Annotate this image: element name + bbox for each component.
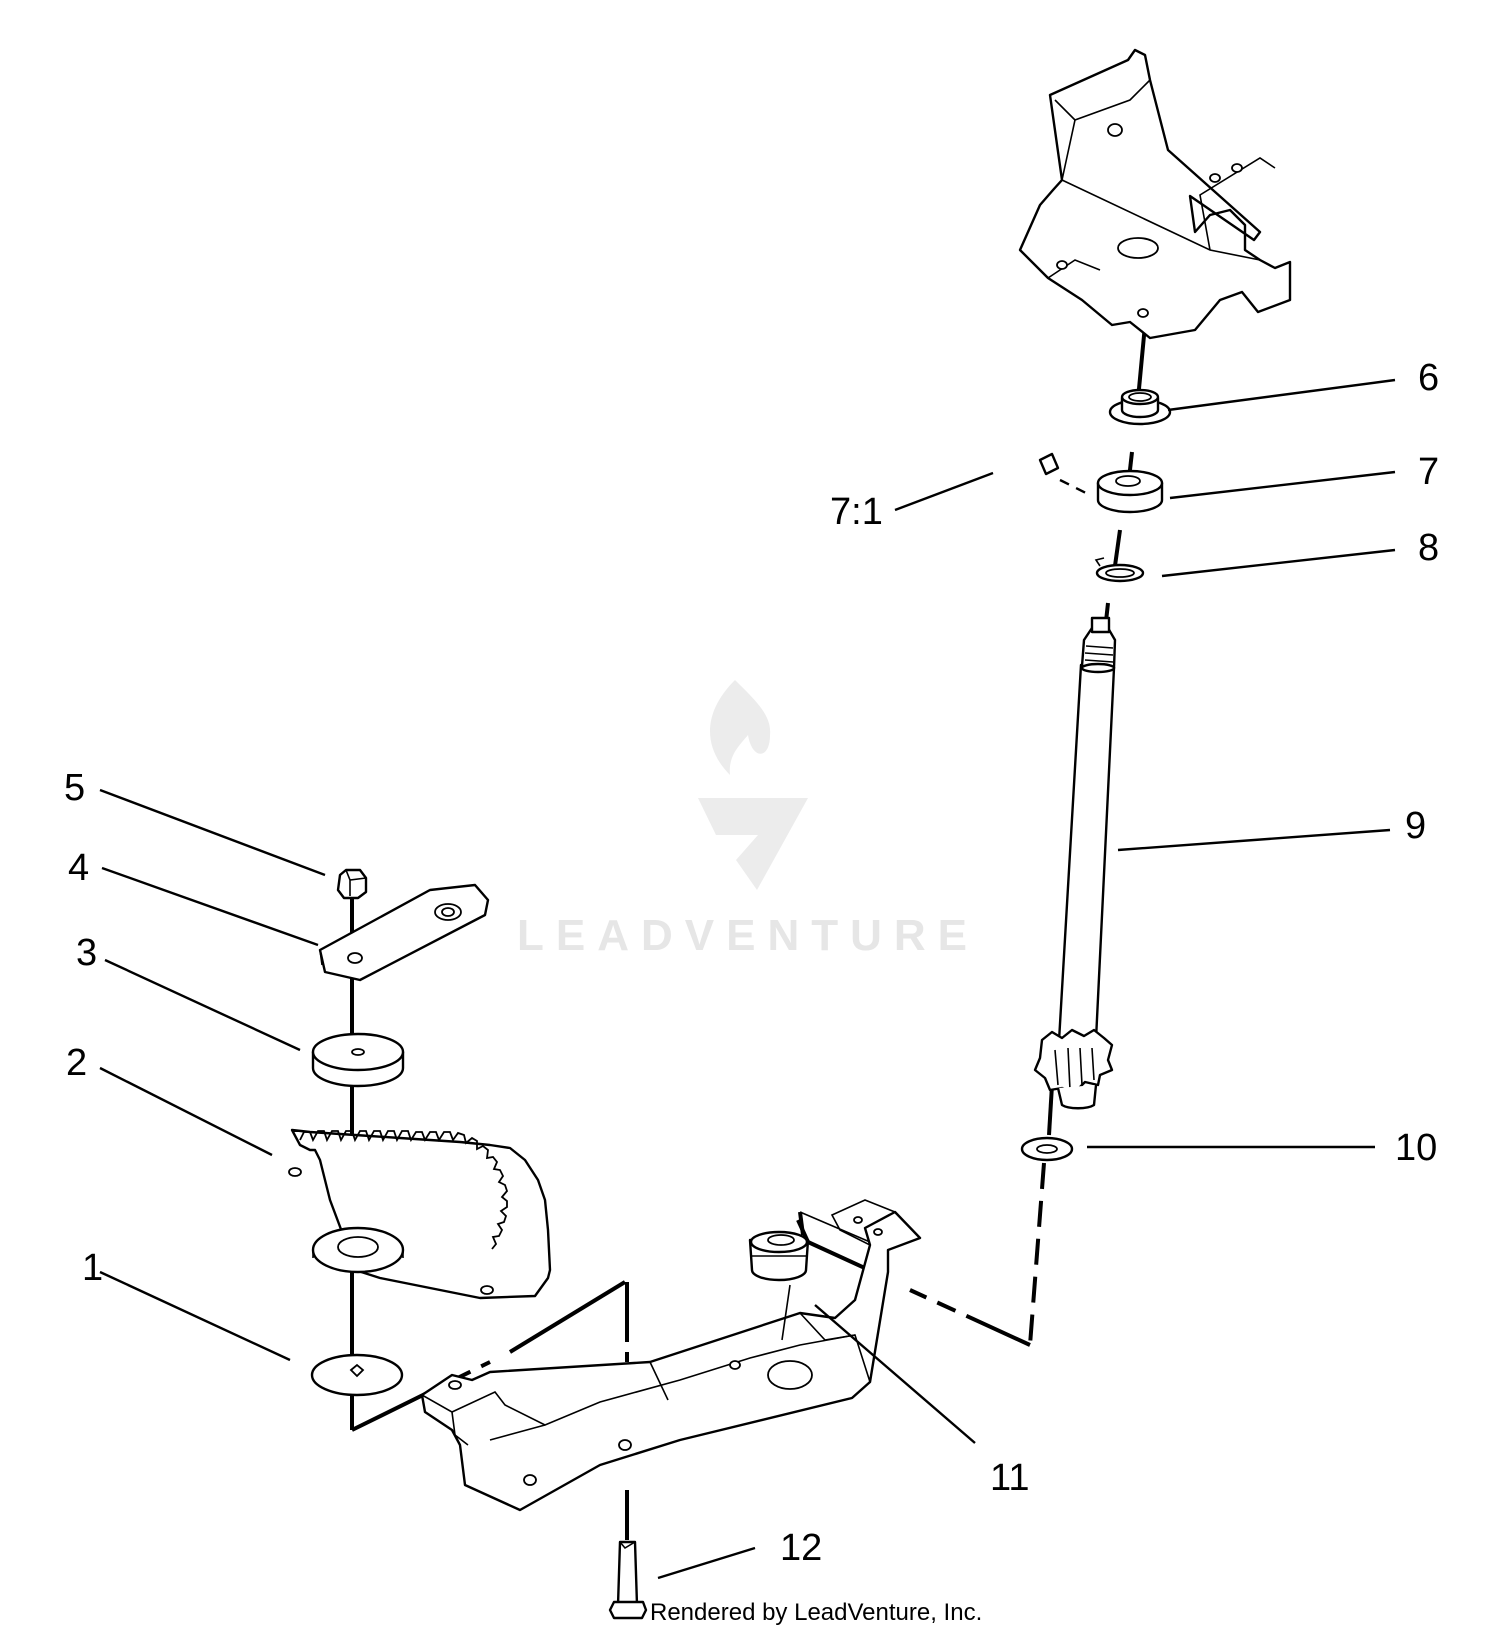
callout-7: 7 [1418,451,1439,493]
part-3-spacer [311,1032,405,1088]
callout-11: 11 [990,1457,1029,1499]
part-8-retaining-ring [1094,557,1145,583]
watermark: LEADVENTURE [517,680,979,960]
part-6-bushing [1108,388,1172,426]
steering-support-bracket [1018,48,1292,340]
watermark-flame-icon [710,680,771,775]
callout-1: 1 [82,1247,103,1289]
part-7-1-pin [1038,452,1060,476]
part-9-steering-shaft [1033,616,1117,1110]
watermark-v-icon [698,798,808,890]
rendered-by-credit: Rendered by LeadVenture, Inc. [650,1599,982,1626]
part-5-nut [336,868,368,900]
part-1-washer [310,1353,404,1397]
callout-labels: 1 2 3 4 5 6 7 7:1 8 9 10 11 12 [64,357,1439,1569]
part-2-sector-gear [288,1128,552,1300]
callout-12: 12 [780,1527,822,1569]
callout-4: 4 [68,847,89,889]
callout-9: 9 [1405,805,1426,847]
callout-6: 6 [1418,357,1439,399]
watermark-text: LEADVENTURE [517,911,979,960]
part-11-grommet [748,1230,810,1341]
sector-gear-teeth [299,1130,509,1250]
part-12-bolt [608,1540,648,1620]
part-4-arm-plate [318,883,490,982]
part-10-washer [1020,1136,1074,1162]
callout-7-1: 7:1 [830,491,883,533]
callout-10: 10 [1395,1127,1437,1169]
leader-lines [99,378,1396,1580]
main-frame-bracket [420,1199,922,1512]
callout-5: 5 [64,767,85,809]
callout-8: 8 [1418,527,1439,569]
part-7-bearing [1096,469,1164,514]
callout-2: 2 [66,1042,87,1084]
callout-3: 3 [76,932,97,974]
